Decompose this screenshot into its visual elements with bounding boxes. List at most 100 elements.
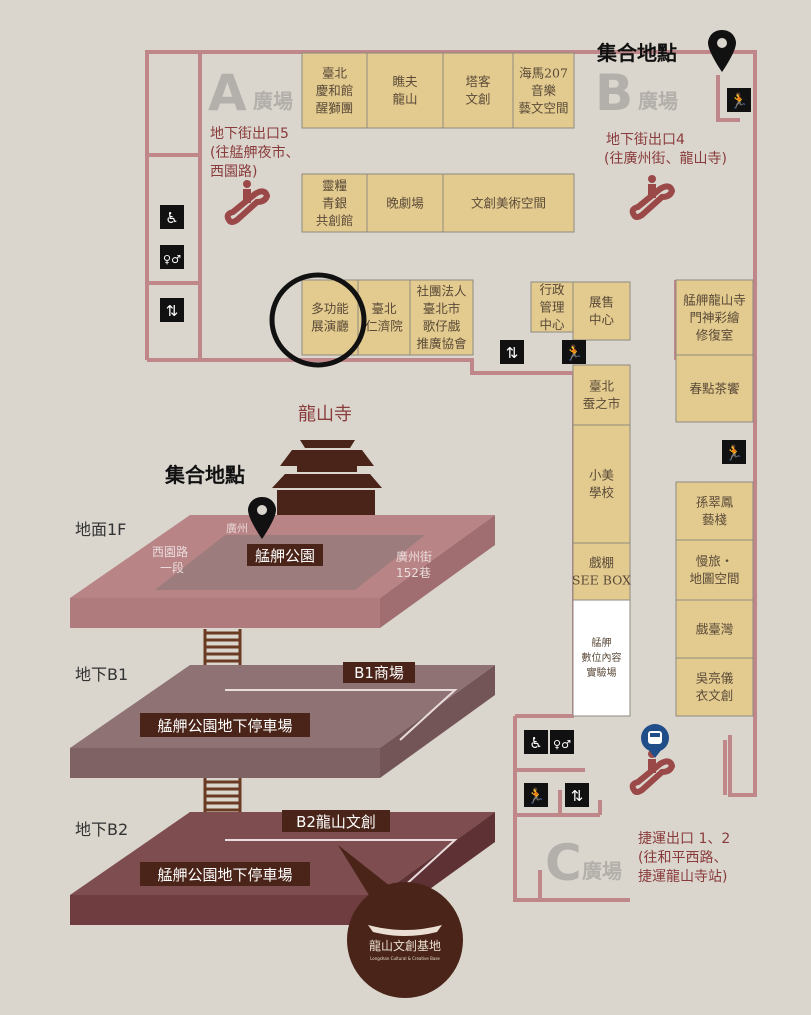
svg-text:♀♂: ♀♂ [163,253,181,266]
shop-block[interactable] [572,542,631,601]
highlight-circle [269,272,367,368]
shop-name-line: 門神彩繪 [689,310,740,325]
shop[interactable]: 文創美術空間 [442,173,575,233]
shop-block[interactable] [409,279,474,356]
shop-name-line: 多功能 [311,301,349,316]
shop-name-line: 文創 [465,92,490,107]
mrt-exit-line: 捷運出口 1、2 [638,831,730,847]
mrt-exit-label: 捷運出口 1、2 (往和平西路、 捷運龍山寺站) [638,831,730,885]
shop-block[interactable] [366,52,444,129]
elevator-icon: ⇅ [565,783,589,807]
shop[interactable]: 春點茶饗 [675,354,754,423]
shop-block[interactable] [301,279,359,356]
shop-block[interactable] [675,539,754,601]
mrt-station-icon [641,724,669,758]
shop-name-line: 艋舺龍山寺 [683,292,746,307]
shop-block[interactable] [675,279,754,356]
park-label: 艋舺公園 [255,547,315,565]
b1-mall-box [343,662,415,683]
escalator-icon [224,180,271,225]
svg-text:🏃: 🏃 [730,92,749,110]
shop-name-line: 歌仔戲 [423,319,461,334]
shop-name-line: 臺北 [322,65,348,80]
shop-block[interactable] [512,52,575,129]
shop-name-line: 龍山 [392,92,417,107]
shop-name-line: 慢旅・ [696,554,734,569]
shop-block[interactable] [675,657,754,717]
shop[interactable]: 戲臺灣 [675,599,754,659]
street-lane-label: 152巷 [396,566,431,580]
svg-text:🏃: 🏃 [725,444,744,462]
shop-block[interactable] [572,364,631,426]
shop-block[interactable] [572,281,631,341]
elevator-icon: ⇅ [500,340,524,364]
shop-name-line: 中心 [539,317,565,332]
plaza-b: B 廣場 [595,64,678,122]
exit-4-label: 地下街出口4 (往廣州街、龍山寺) [604,132,727,167]
shop-block[interactable] [301,52,368,129]
shop-name-line: 艋舺 [592,636,612,649]
b2-parking-label: 艋舺公園地下停車場 [157,866,292,884]
plaza-c: C 廣場 [545,834,622,892]
shop-name-line: 臺北 [371,301,397,316]
shop-name-line: 文創美術空間 [471,195,546,210]
shop-block[interactable] [357,279,411,356]
street-xiyuan-label: 一段 [160,560,184,575]
shop-name-line: 小美 [589,468,614,483]
shop-block[interactable] [301,173,368,233]
shop-block[interactable] [572,599,631,717]
shop-name-line: 推廣協會 [416,336,467,351]
shop-block[interactable] [530,281,574,333]
level-b2-label: 地下B2 [75,820,128,839]
shop-name-line: 社團法人 [416,284,467,299]
escalator-icon [629,175,676,220]
shop-name-line: 衣文創 [696,688,734,703]
shop-block[interactable] [675,481,754,541]
longshan-logo: 龍山文創基地 Longshan Cultural & Creative Base [338,845,463,998]
street-guangzhou-label: 廣州 [226,521,248,535]
elevator-icon: ⇅ [160,298,184,322]
emergency-exit-icon: 🏃 [727,88,751,112]
shop-name-line: 慶和館 [316,83,354,98]
shop-name-line: 晚劇場 [386,195,424,210]
level-ground-label: 地面1F [75,520,126,539]
shop-block[interactable] [366,173,444,233]
shop-block[interactable] [442,173,575,233]
shop-block[interactable] [572,424,631,544]
plaza-a: A 廣場 [208,64,293,122]
shop-name-line: 青銀 [322,195,348,210]
shop-name-line: 醒獅團 [316,100,354,115]
shop-name-line: 蚕之市 [583,396,621,411]
shop[interactable]: 晚劇場 [366,173,444,233]
shop-block[interactable] [442,52,514,129]
svg-text:⇅: ⇅ [166,302,179,320]
svg-text:⇅: ⇅ [506,344,519,362]
shop-name-line: 實驗場 [587,666,617,679]
map-pin-icon [708,30,736,72]
emergency-exit-icon: 🏃 [562,340,586,364]
shop[interactable]: 慢旅・地圖空間 [675,539,754,601]
shop-name-line: 展售 [589,295,614,310]
shop-name-line: 展演廳 [311,319,349,334]
exit-4-line: 地下街出口4 [606,132,685,148]
shop-block[interactable] [675,354,754,423]
svg-text:🏃: 🏃 [565,344,584,362]
plaza-a-letter: A [208,64,247,122]
